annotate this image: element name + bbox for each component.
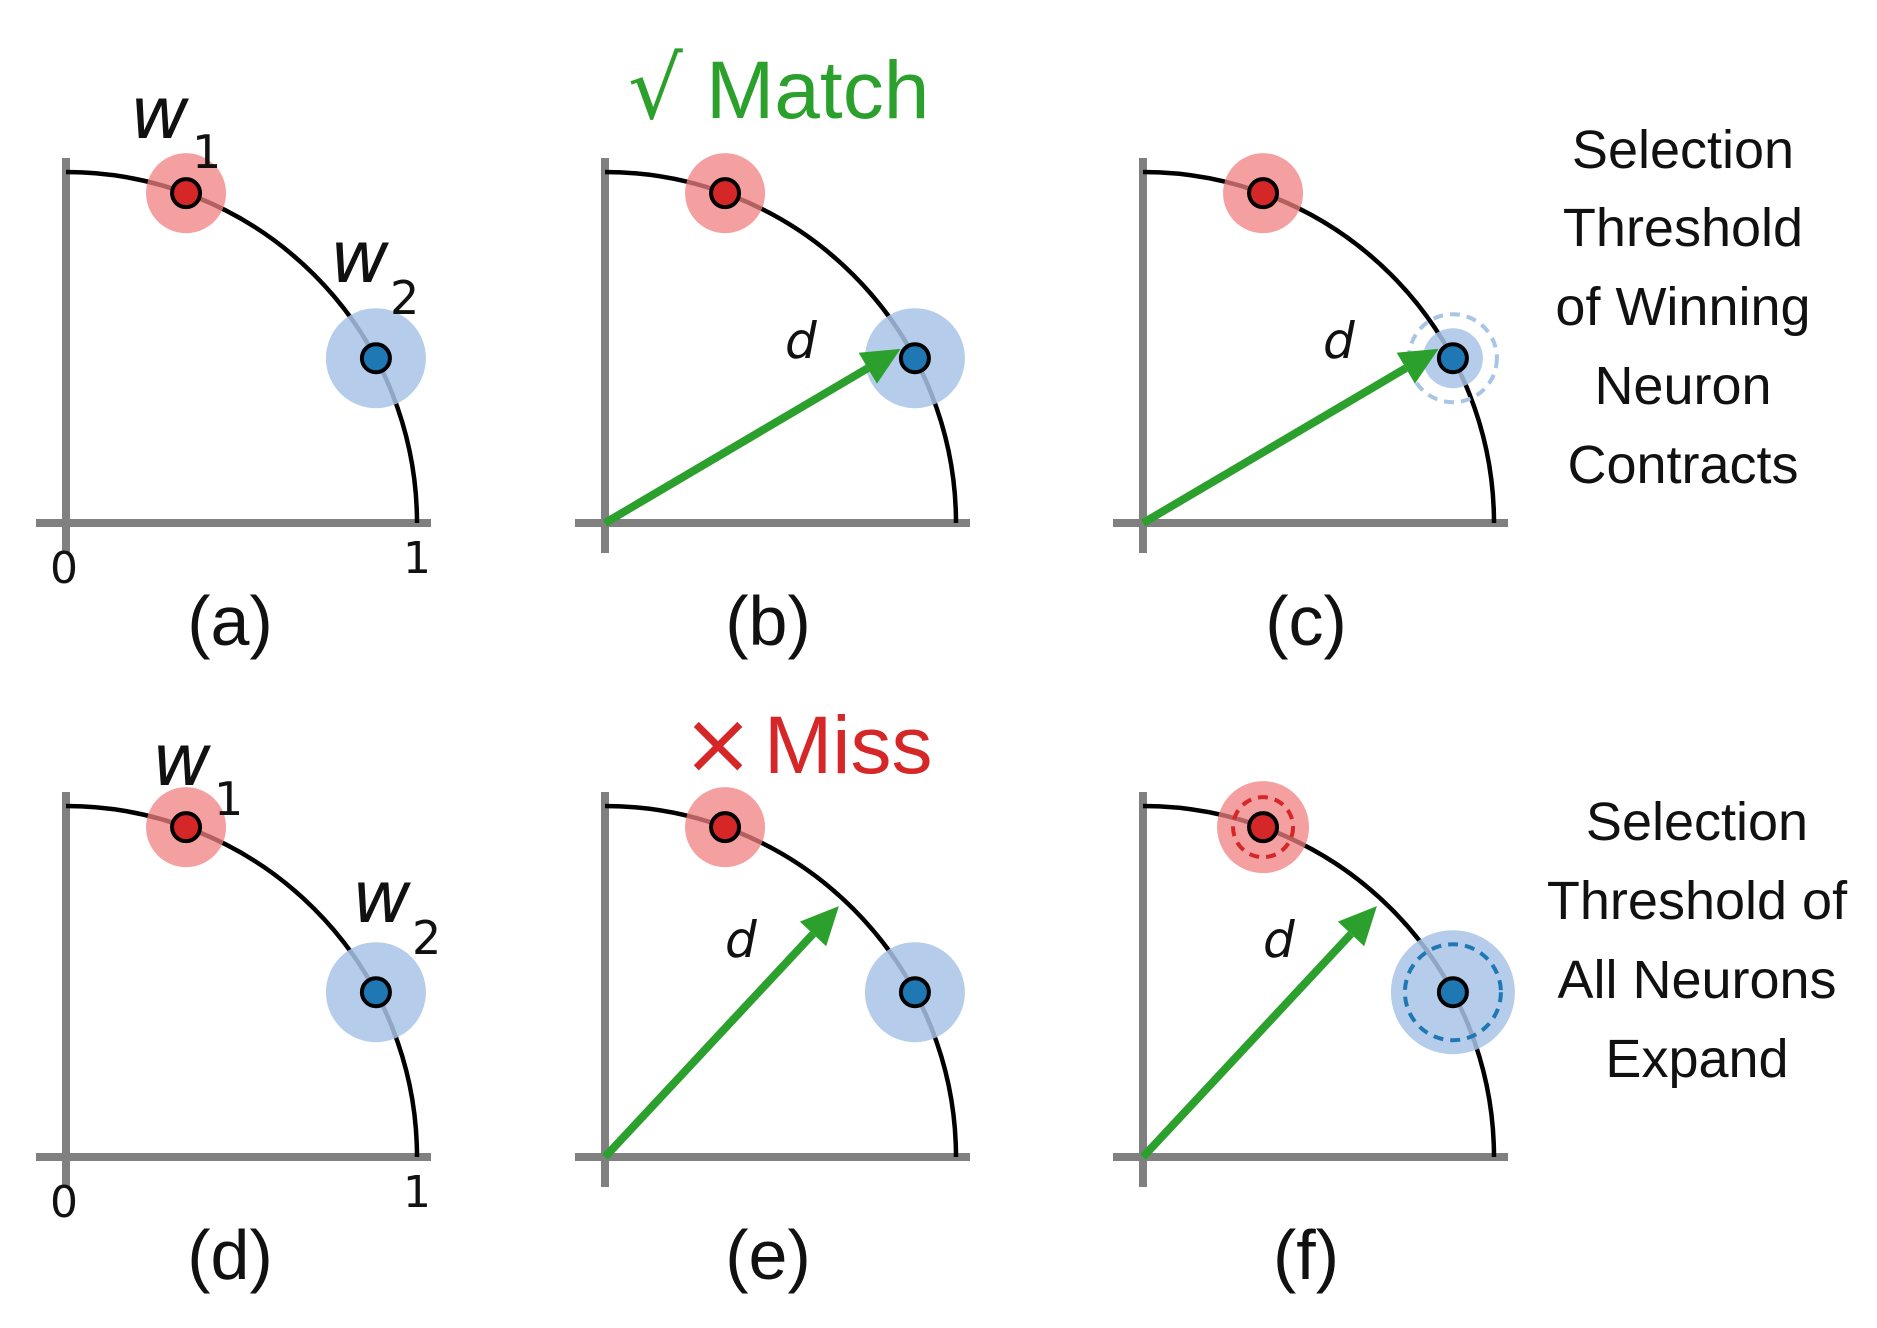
check-icon: √ (628, 39, 683, 139)
panel-caption: (d) (187, 1216, 273, 1294)
w1-point (170, 811, 203, 844)
panel-caption: (b) (725, 582, 811, 660)
unit-arc (65, 169, 420, 524)
side-note-top-line: of Winning (1555, 277, 1810, 337)
miss-header: × Miss (682, 694, 933, 794)
panel-c: d (c) (1113, 153, 1508, 660)
side-note-top-line: Selection (1572, 120, 1794, 180)
side-note-top: Selection Threshold of Winning Neuron Co… (1555, 120, 1810, 495)
axis-tick-1: 1 (403, 1167, 431, 1218)
w1-label: w (130, 71, 189, 155)
panel-b: d (b) (575, 153, 970, 660)
panel-e: d (e) (575, 787, 970, 1294)
w1-subscript: 1 (214, 772, 243, 826)
side-note-bottom: Selection Threshold of All Neurons Expan… (1547, 792, 1848, 1089)
side-note-top-line: Threshold (1563, 198, 1803, 258)
w1-previous-threshold (1231, 795, 1296, 860)
unit-arc (604, 169, 959, 524)
w2-point (898, 342, 931, 375)
w2-subscript: 2 (412, 911, 441, 965)
side-note-bottom-line: Expand (1605, 1029, 1788, 1089)
axis-tick-0: 0 (50, 543, 78, 594)
panel-caption: (f) (1273, 1216, 1339, 1294)
vector-label-d: d (1263, 911, 1295, 969)
w1-subscript: 1 (192, 125, 221, 179)
input-vector-shaft (1140, 931, 1354, 1160)
side-note-bottom-line: Threshold of (1547, 871, 1848, 931)
input-vector-shaft (1140, 364, 1408, 527)
match-label: Match (706, 45, 929, 136)
vector-label-d: d (725, 911, 757, 969)
side-note-bottom-line: Selection (1586, 792, 1808, 852)
panel-caption: (a) (187, 582, 273, 660)
w1-point (1247, 177, 1280, 210)
unit-arc (65, 803, 420, 1158)
w1-point (1247, 811, 1280, 844)
axis-tick-1: 1 (403, 533, 431, 584)
w2-previous-threshold (1402, 942, 1503, 1043)
w2-label: w (352, 855, 411, 939)
w1-point (709, 811, 742, 844)
panel-caption: (c) (1265, 582, 1347, 660)
side-note-bottom-line: All Neurons (1557, 950, 1836, 1010)
cross-icon: × (682, 694, 754, 794)
unit-arc (604, 803, 959, 1158)
axis-tick-0: 0 (50, 1177, 78, 1228)
input-vector-arrowhead (1337, 906, 1377, 947)
w1-point (170, 177, 203, 210)
miss-label: Miss (764, 700, 933, 791)
vector-label-d: d (785, 312, 817, 370)
side-note-top-line: Contracts (1567, 435, 1798, 495)
w2-label: w (330, 215, 389, 299)
side-note-top-line: Neuron (1594, 356, 1771, 416)
w2-point (1436, 342, 1469, 375)
w2-point (898, 976, 931, 1009)
w2-point (1436, 976, 1469, 1009)
w2-point (359, 342, 392, 375)
input-vector-arrowhead (1396, 348, 1439, 384)
input-vector-arrowhead (858, 348, 901, 384)
vector-label-d: d (1323, 312, 1355, 370)
input-vector-arrowhead (799, 906, 839, 947)
w2-subscript: 2 (390, 271, 419, 325)
panel-f: d (f) (1113, 781, 1515, 1294)
unit-arc (1142, 169, 1497, 524)
match-header: √ Match (628, 39, 929, 139)
panel-caption: (e) (725, 1216, 811, 1294)
w1-label: w (152, 718, 211, 802)
input-vector-shaft (602, 364, 870, 527)
w2-point (359, 976, 392, 1009)
input-vector-shaft (602, 931, 816, 1160)
w1-point (709, 177, 742, 210)
